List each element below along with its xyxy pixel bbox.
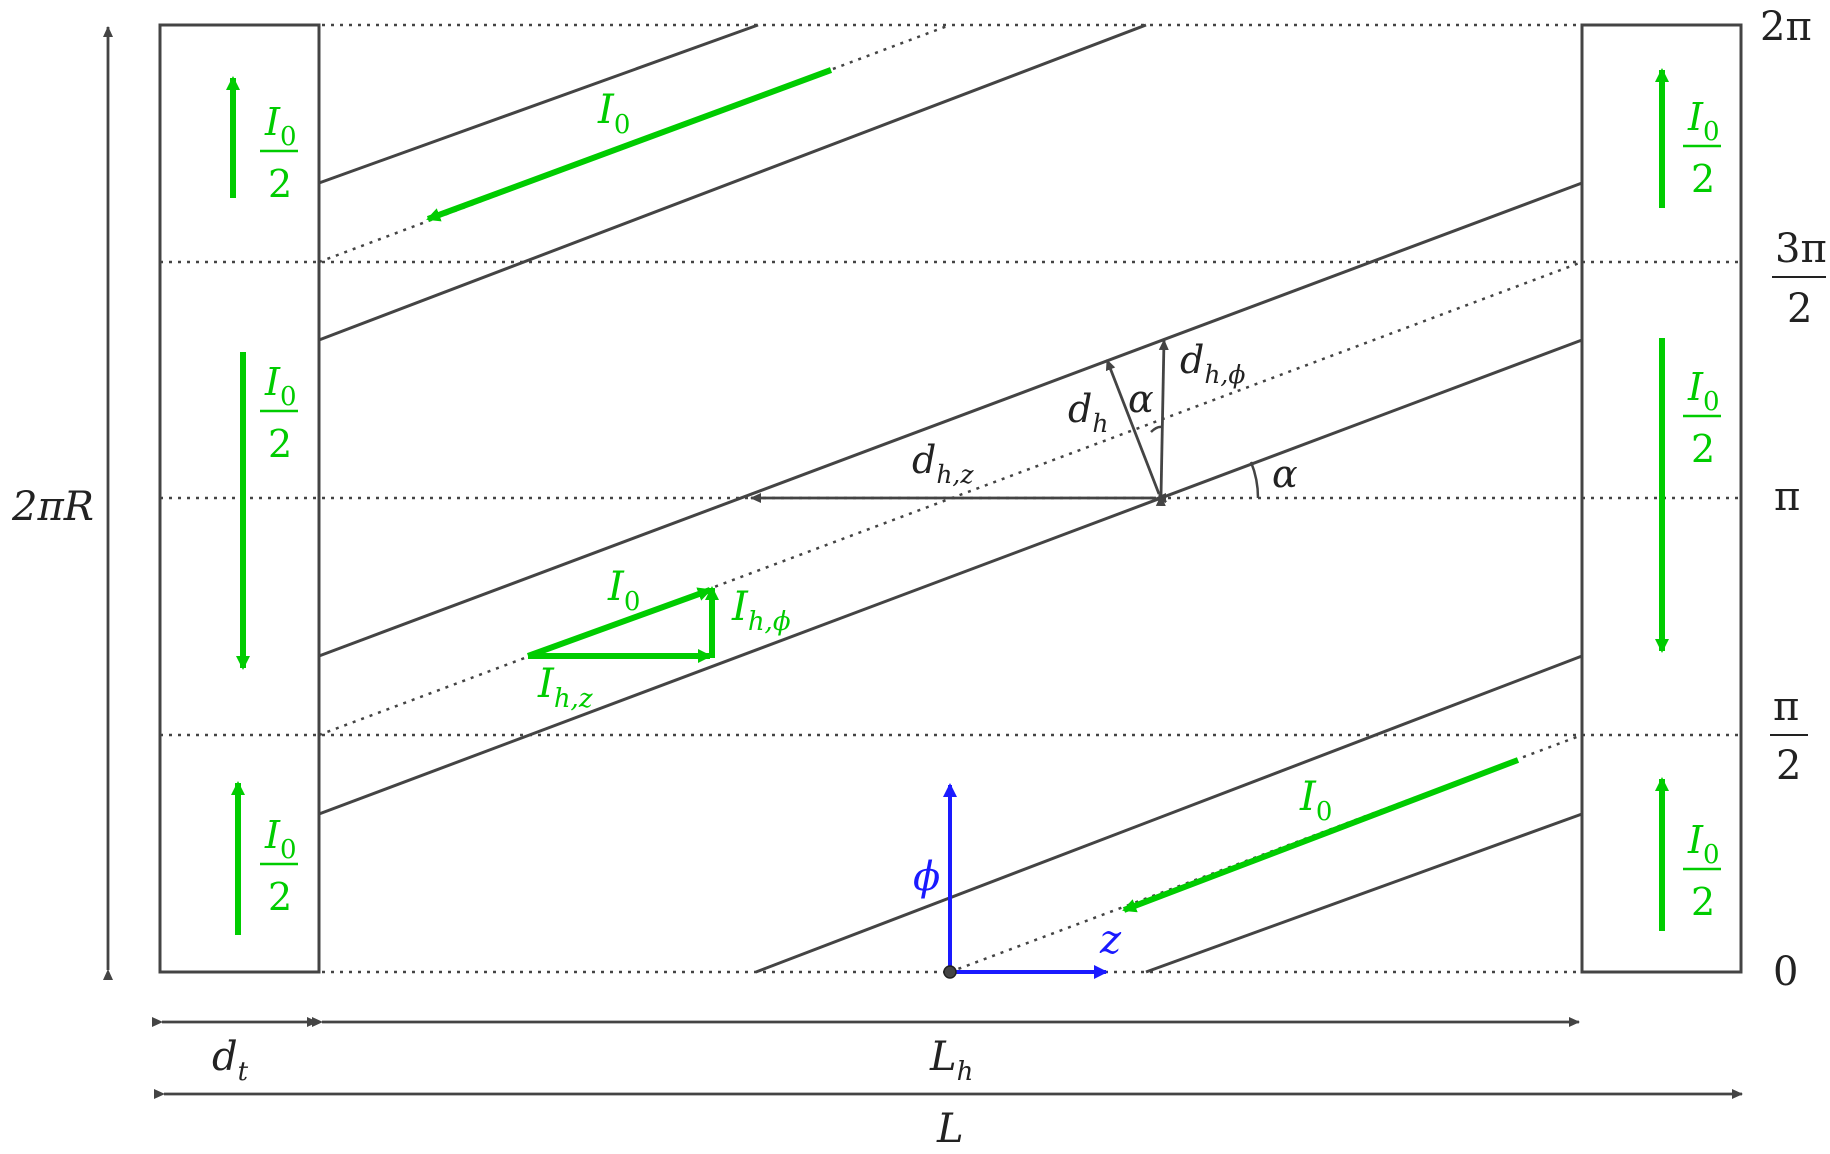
half-current-label: I0 2 <box>1683 818 1721 924</box>
spacing-construction: dh,z dh dh,ϕ α α <box>750 338 1298 507</box>
helix-current-arrow-top <box>426 67 833 222</box>
svg-text:I0: I0 <box>264 813 297 865</box>
inner-angle-label: α <box>1128 377 1154 421</box>
normal-spacing-label: dh <box>1068 387 1108 438</box>
dt-label: dt <box>212 1034 249 1087</box>
coordinate-axes: ϕ z <box>913 783 1122 979</box>
height-label: 2πR <box>11 484 94 530</box>
half-current-label: I0 2 <box>1683 95 1721 201</box>
azimuthal-spacing-arrow <box>1155 339 1169 507</box>
helix-current-label-top: I0 <box>597 87 630 140</box>
normal-spacing-arrow <box>1105 359 1168 506</box>
half-current-label: I0 2 <box>260 360 298 466</box>
tick-3pi-half-num: 3π <box>1775 226 1827 272</box>
phase-reference-lines <box>160 23 1741 974</box>
phase-tick-labels: 2π 3π 2 π π 2 0 <box>1760 4 1827 995</box>
inner-angle-arc <box>1150 425 1163 433</box>
slope-angle-arc <box>1249 461 1260 499</box>
svg-text:2: 2 <box>1691 157 1715 201</box>
half-current-label: I0 2 <box>260 100 298 206</box>
svg-text:2: 2 <box>268 875 292 919</box>
helix-current-arrow-bottom <box>1122 757 1520 913</box>
lh-label: Lh <box>929 1034 973 1087</box>
svg-text:2: 2 <box>1691 880 1715 924</box>
half-current-label: I0 2 <box>260 813 298 919</box>
left-terminal-currents <box>226 76 250 935</box>
phi-axis-label: ϕ <box>913 854 940 900</box>
svg-text:I0: I0 <box>1687 95 1720 147</box>
tick-2pi: 2π <box>1760 4 1812 50</box>
helix-current-label-bottom: I0 <box>1299 774 1332 827</box>
slope-angle-label: α <box>1272 452 1298 496</box>
current-decomposition: I0 Ih,z Ih,ϕ <box>526 564 791 714</box>
azimuthal-spacing-label: dh,ϕ <box>1180 338 1245 389</box>
axial-current-label: Ih,z <box>537 661 593 714</box>
helix-current-vector <box>526 587 712 659</box>
svg-text:I0: I0 <box>1687 365 1720 417</box>
svg-text:2: 2 <box>1691 427 1715 471</box>
axial-spacing-label: dh,z <box>912 438 974 489</box>
tick-pi: π <box>1774 474 1800 520</box>
tick-zero: 0 <box>1773 949 1798 995</box>
z-axis-label: z <box>1099 917 1122 963</box>
helical-conductor-lines <box>318 23 1583 974</box>
half-current-label: I0 2 <box>1683 365 1721 471</box>
svg-text:I0: I0 <box>264 360 297 412</box>
svg-text:2: 2 <box>268 162 292 206</box>
azimuthal-current-label: Ih,ϕ <box>731 584 791 637</box>
helix-current-vector-label: I0 <box>607 564 640 617</box>
total-length-label: L <box>936 1106 964 1152</box>
tick-pi-half-num: π <box>1773 684 1799 730</box>
svg-text:I0: I0 <box>264 100 297 152</box>
tick-3pi-half-den: 2 <box>1787 286 1812 332</box>
svg-text:I0: I0 <box>1687 818 1720 870</box>
svg-text:2: 2 <box>268 422 292 466</box>
tick-pi-half-den: 2 <box>1776 743 1801 789</box>
origin-point <box>943 965 957 979</box>
